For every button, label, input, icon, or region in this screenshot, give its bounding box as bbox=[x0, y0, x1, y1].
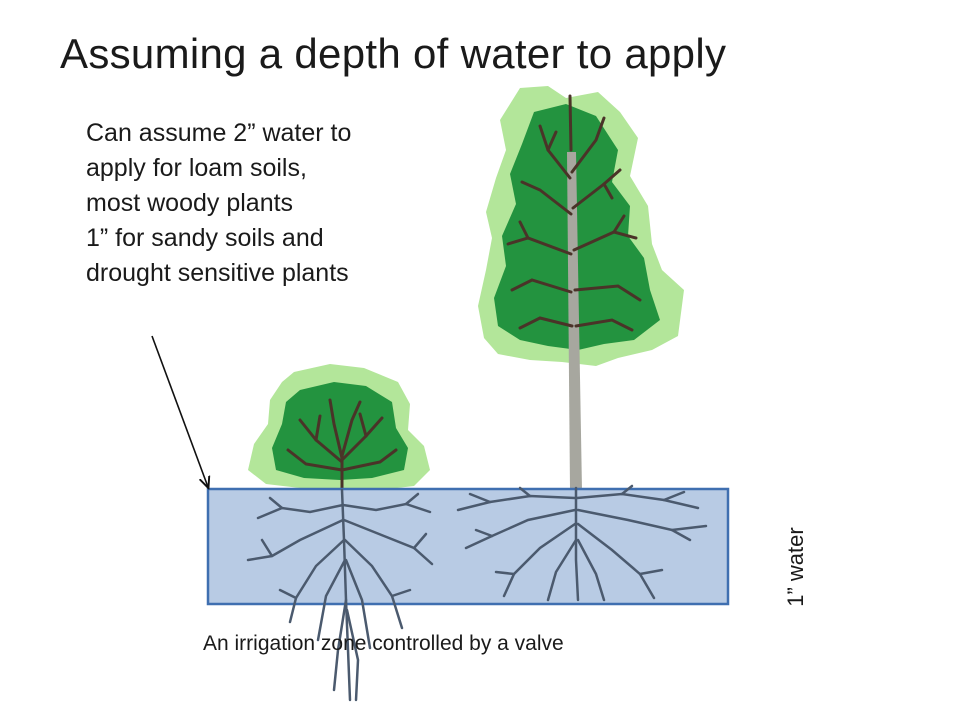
note-line: most woody plants bbox=[86, 189, 294, 217]
note-line: drought sensitive plants bbox=[86, 259, 349, 287]
shrub-dark-foliage bbox=[272, 382, 408, 480]
note-line: Can assume 2” water to bbox=[86, 119, 352, 147]
assumption-note: Can assume 2” water to apply for loam so… bbox=[86, 116, 351, 291]
tree-roots bbox=[456, 484, 708, 602]
shrub bbox=[248, 364, 430, 492]
shrub-branches bbox=[286, 398, 398, 492]
shrub-roots bbox=[246, 488, 434, 702]
tall-tree-trunk bbox=[567, 152, 582, 490]
zone-caption: An irrigation zone controlled by a valve bbox=[203, 632, 564, 655]
note-line: 1” for sandy soils and bbox=[86, 224, 324, 252]
water-depth-label: 1” water bbox=[783, 527, 808, 607]
tall-tree bbox=[478, 86, 684, 490]
tall-tree-branches bbox=[506, 94, 642, 332]
slide-title: Assuming a depth of water to apply bbox=[60, 30, 727, 77]
note-line: apply for loam soils, bbox=[86, 154, 307, 182]
pointer-arrow bbox=[151, 335, 208, 487]
